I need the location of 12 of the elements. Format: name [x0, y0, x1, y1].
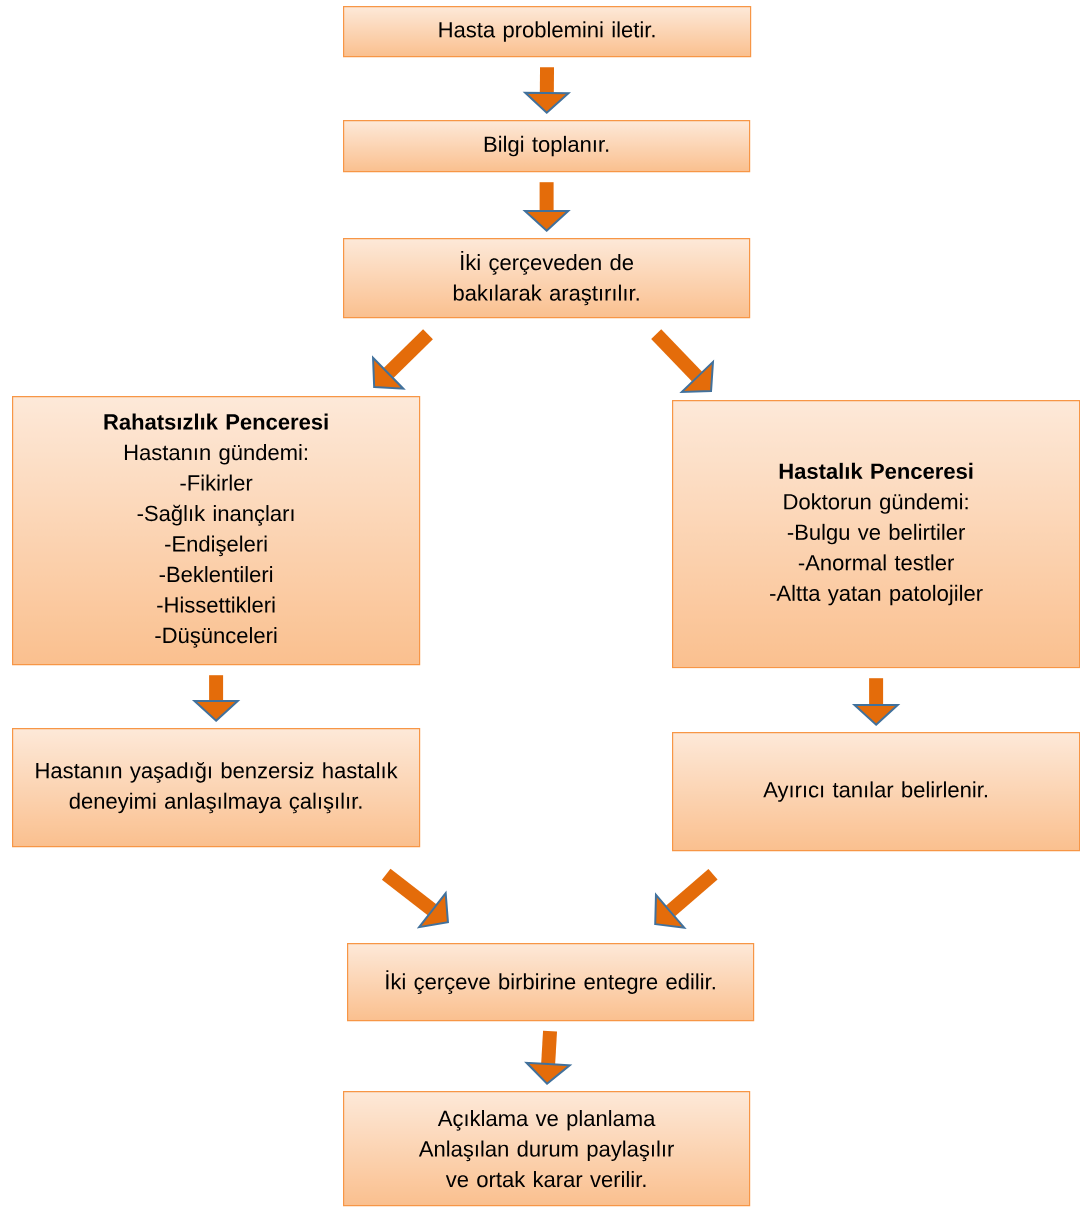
process-box: Hastalık Penceresi Doktorun gündemi: -Bulgu ve belirtiler -Anormal testler -Altta yatan patolojiler [672, 400, 1080, 669]
process-box: İki çerçeveden de bakılarak araştırılır. [343, 238, 751, 319]
process-box: Hastanın yaşadığı benzersiz hastalık deneyimi anlaşılmaya çalışılır. [12, 728, 421, 848]
process-box: Rahatsızlık Penceresi Hastanın gündemi: -Fikirler -Sağlık inançları -Endişeleri -Beklentileri -Hissettikleri -Düşünceleri [12, 396, 421, 666]
process-box: Açıklama ve planlama Anlaşılan durum paylaşılır ve ortak karar verilir. [343, 1091, 751, 1207]
process-box: Ayırıcı tanılar belirlenir. [672, 732, 1080, 852]
process-box: İki çerçeve birbirine entegre edilir. [347, 943, 755, 1022]
block-arrow [654, 868, 718, 929]
process-box: Hasta problemini iletir. [343, 6, 752, 58]
block-arrow [651, 329, 715, 393]
process-box: Bilgi toplanır. [343, 120, 751, 173]
block-arrow [381, 868, 449, 929]
